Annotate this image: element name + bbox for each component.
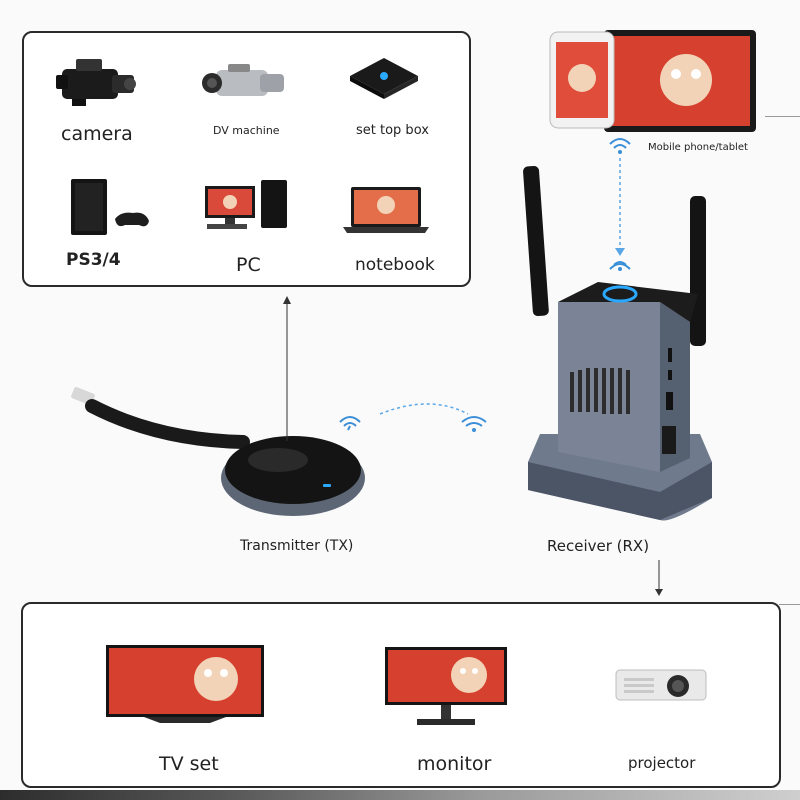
set-top-box-icon: [350, 58, 418, 99]
set-top-box-label: set top box: [356, 123, 429, 138]
notebook-label: notebook: [355, 255, 435, 275]
receiver-label: Receiver (RX): [547, 537, 650, 555]
mobile-tablet-label: Mobile phone/tablet: [648, 142, 748, 153]
pc-icon: [205, 180, 287, 229]
mobile-to-receiver-link: [615, 158, 625, 256]
projector-label: projector: [628, 754, 696, 772]
mobile-wifi-icon: [609, 138, 631, 154]
tx-to-rx-wireless-link: [339, 403, 487, 432]
monitor-icon: [385, 647, 507, 725]
receiver-wifi-icon: [609, 261, 631, 271]
camera-icon: [56, 59, 136, 106]
mobile-tablet-icon: [549, 30, 756, 132]
mobile-connector-line: [765, 116, 800, 117]
transmitter-device: [71, 386, 365, 516]
bottom-decorative-strip: [0, 790, 800, 800]
ps-label: PS3/4: [66, 250, 121, 270]
monitor-label: monitor: [417, 753, 492, 775]
tv-set-icon: [106, 645, 264, 723]
notebook-icon: [343, 187, 429, 233]
transmitter-to-sources-arrow: [283, 296, 291, 441]
pc-label: PC: [236, 254, 261, 276]
tv-set-label: TV set: [159, 753, 219, 775]
dv-machine-label: DV machine: [213, 124, 280, 137]
receiver-to-displays-arrow: [655, 560, 663, 596]
display-connector-line: [779, 604, 800, 605]
ps-console-icon: [71, 179, 149, 235]
transmitter-label: Transmitter (TX): [240, 538, 354, 554]
projector-icon: [615, 669, 707, 701]
receiver-device: [523, 165, 712, 521]
dv-machine-icon: [202, 64, 284, 96]
camera-label: camera: [61, 123, 133, 145]
